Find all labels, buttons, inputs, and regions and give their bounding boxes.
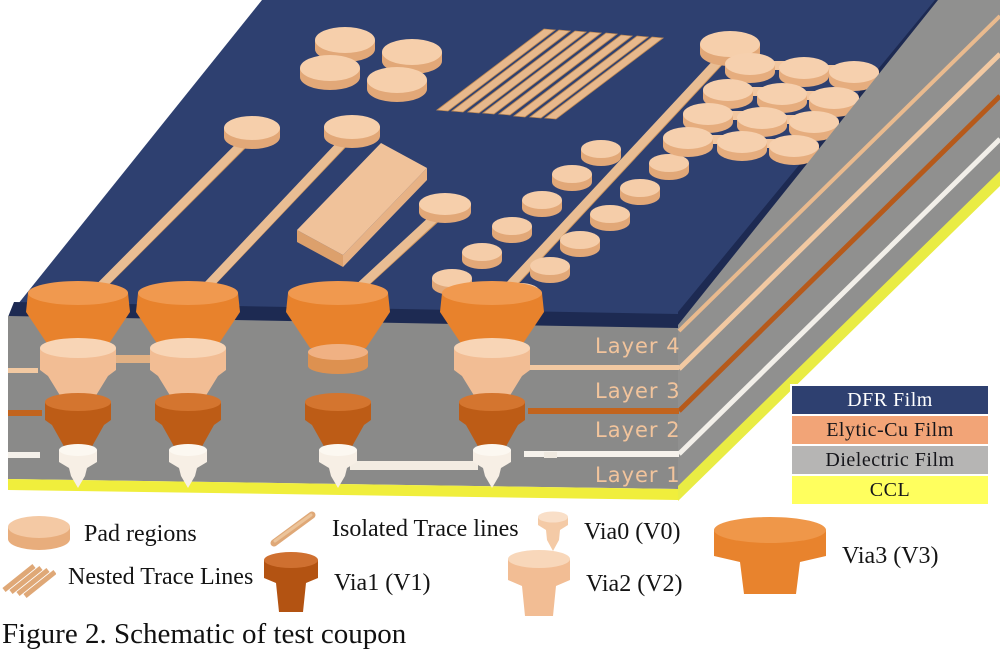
dumbbell-row [703, 79, 859, 117]
legend-item-isolated-trace: Isolated Trace lines [266, 510, 519, 548]
legend-item-nested-trace: Nested Trace Lines [0, 556, 253, 598]
pad-regions-icon [8, 516, 70, 550]
via0-label: Via0 (V0) [584, 518, 681, 545]
isolated-trace-1 [86, 116, 280, 303]
dumbbell-row [683, 103, 839, 141]
material-legend-row-dfr: DFR Film [792, 386, 988, 414]
ccl-right-edge [678, 171, 1000, 501]
layer3-connector-trace [112, 355, 152, 363]
material-legend: DFR Film Elytic-Cu Film Dielectric Film … [790, 384, 990, 506]
dumbbell-row [663, 127, 819, 165]
layer-label-2: Layer 2 [595, 418, 681, 442]
nested-trace-icon [2, 564, 56, 598]
legend-item-via3: Via3 (V3) [710, 514, 939, 598]
left-edge-copper-stubs [8, 368, 42, 458]
rectangle-pad [297, 143, 427, 267]
layer-boundary-lines [523, 365, 679, 458]
layer-label-4: Layer 4 [595, 334, 681, 358]
dumbbell-pad-array [663, 53, 879, 165]
material-legend-row-elytic-cu: Elytic-Cu Film [792, 416, 988, 444]
layer-label-1: Layer 1 [595, 463, 681, 487]
via0-icon [538, 511, 568, 551]
coupon-3d-scene: Layer 4 Layer 3 Layer 2 Layer 1 [8, 0, 1000, 501]
dielectric-right-face [677, 0, 1000, 501]
layer-label-3: Layer 3 [595, 379, 681, 403]
figure-caption: Figure 2. Schematic of test coupon [2, 618, 407, 650]
legend-item-via2: Via2 (V2) [504, 548, 683, 620]
isolated-trace-icon [270, 511, 316, 547]
material-legend-row-dielectric: Dielectric Film [792, 446, 988, 474]
nested-trace-label: Nested Trace Lines [68, 563, 254, 590]
layer1-copper-edge [677, 137, 1000, 456]
via3-label: Via3 (V3) [842, 542, 939, 569]
isolated-trace-label: Isolated Trace lines [332, 515, 519, 542]
dumbbell-row [725, 53, 879, 91]
layer1-connector-trace [350, 461, 478, 470]
via1-icon [264, 552, 318, 612]
pad-regions-label: Pad regions [84, 520, 197, 547]
material-legend-row-ccl: CCL [792, 476, 988, 504]
via3-icon [714, 517, 826, 594]
layer2-copper-edge [677, 94, 1000, 413]
via2-icon [508, 550, 570, 616]
via1-label: Via1 (V1) [334, 569, 431, 596]
via2-label: Via2 (V2) [586, 570, 683, 597]
ccl-front-strip [8, 479, 678, 500]
nested-trace-lines-block [435, 28, 665, 120]
layer4-copper-edge [677, 14, 1000, 333]
legend-item-pad-regions: Pad regions [6, 514, 197, 554]
isolated-trace-2 [193, 115, 380, 303]
legend-item-via0: Via0 (V0) [534, 510, 681, 554]
layer3-copper-edge [677, 52, 1000, 371]
legend-item-via1: Via1 (V1) [260, 550, 431, 616]
